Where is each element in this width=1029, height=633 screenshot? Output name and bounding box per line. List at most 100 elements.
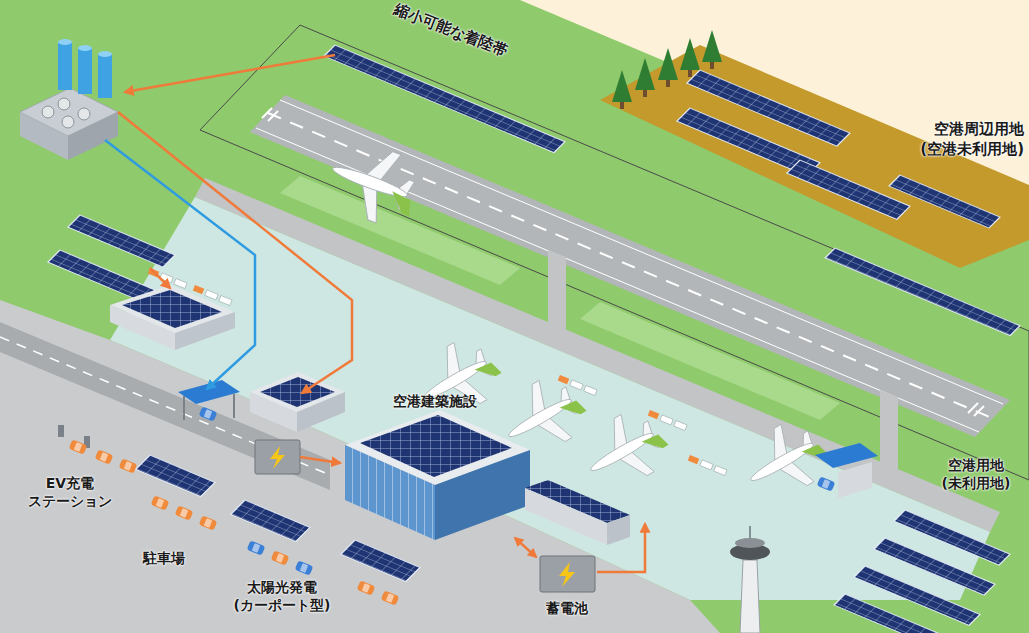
station-post (233, 394, 235, 418)
power-flow (597, 524, 645, 572)
car (295, 560, 314, 575)
label-slot: 駐車場 (130, 549, 198, 567)
car (199, 406, 218, 421)
facility-tank (78, 108, 90, 120)
battery-box (255, 440, 300, 474)
car (357, 580, 376, 595)
control-tower (740, 560, 760, 633)
facility-tank (58, 98, 70, 110)
building-wall (607, 515, 630, 545)
ground-vehicles (648, 410, 687, 431)
carport-solar (341, 540, 420, 582)
lightning-symbol (559, 562, 575, 587)
car (69, 439, 88, 454)
building-wall (525, 488, 607, 545)
node-label: 空港建築施設 (393, 393, 477, 411)
car (95, 449, 114, 464)
hangar-wall (175, 312, 235, 350)
solar-array (834, 594, 965, 633)
tower-cap (735, 538, 765, 548)
car (175, 505, 194, 520)
station-building (838, 462, 872, 498)
facility-tank (62, 116, 74, 128)
car (119, 458, 138, 473)
power-flow (300, 457, 340, 463)
building-wall (250, 392, 297, 432)
solar-array (48, 250, 155, 302)
carport-solar (231, 500, 310, 542)
ground-vehicles (558, 375, 597, 396)
solar-array (787, 160, 910, 219)
terminal-facade (345, 445, 435, 540)
terminal-facade (435, 450, 530, 540)
tree (635, 58, 655, 97)
ground-vehicles (193, 285, 232, 306)
facility-label: 太陽光発電 (カーポート型) (220, 578, 344, 614)
station-roof (178, 380, 240, 404)
area-label: 空港周辺用地 (空港未利用地) (900, 120, 1024, 159)
station-roof (815, 443, 878, 468)
label-slot: 太陽光発電 (カーポート型) (220, 578, 344, 614)
tree (658, 48, 678, 87)
facility-wall (20, 112, 68, 160)
car (381, 590, 400, 605)
battery-unit: 蓄電池 (536, 553, 598, 617)
area-label: 空港用地 (未利用地) (928, 456, 1024, 492)
aircraft (574, 401, 676, 498)
taxiway-link (548, 250, 566, 330)
battery-box (540, 556, 595, 592)
terminal-building: 空港建築施設 (335, 393, 535, 538)
solar-array (889, 175, 1000, 228)
lightning-symbol (270, 446, 285, 469)
solar-array (68, 215, 175, 267)
car (199, 515, 218, 530)
blue-cylinder-top (98, 51, 112, 57)
tree (680, 38, 700, 77)
tree (702, 30, 722, 69)
aircraft (320, 134, 428, 232)
ground-vehicles (148, 268, 187, 289)
power-connector (515, 538, 536, 557)
facility-tank (42, 106, 54, 118)
node-label: 蓄電池 (546, 600, 588, 618)
hangar-wall (110, 305, 175, 350)
aircraft (734, 411, 836, 508)
perimeter-land (600, 45, 1029, 268)
carport-solar (136, 455, 215, 497)
blue-cylinder-top (78, 45, 92, 51)
blue-cylinder (98, 54, 112, 98)
tree (612, 70, 632, 109)
aircraft (492, 367, 594, 464)
tower-antenna (749, 526, 751, 538)
hydrogen-flow (105, 140, 255, 389)
ground-vehicles (688, 455, 727, 476)
solar-array (324, 45, 565, 153)
power-flow (150, 268, 170, 288)
landside-ground (0, 300, 720, 633)
facility-wall (68, 112, 118, 160)
car (247, 540, 266, 555)
label-slot: EV充電 ステーション (22, 474, 118, 510)
blue-cylinder-top (58, 39, 72, 45)
car (151, 495, 170, 510)
label-slot: 空港用地 (未利用地) (928, 456, 1024, 492)
power-flow (125, 55, 335, 92)
car (817, 476, 836, 491)
aircraft (407, 329, 509, 426)
building-wall (297, 392, 345, 432)
road-marking (0, 337, 330, 475)
blue-cylinder (58, 42, 72, 90)
facility-label: 駐車場 (130, 549, 198, 567)
station-post (183, 396, 185, 420)
taxiway-link (880, 390, 898, 470)
blue-cylinder (78, 48, 92, 94)
solar-array (825, 248, 1020, 336)
facility-label: EV充電 ステーション (22, 474, 118, 510)
label-slot: 空港周辺用地 (空港未利用地) (900, 120, 1024, 159)
car (271, 550, 290, 565)
power-flow (118, 112, 352, 393)
